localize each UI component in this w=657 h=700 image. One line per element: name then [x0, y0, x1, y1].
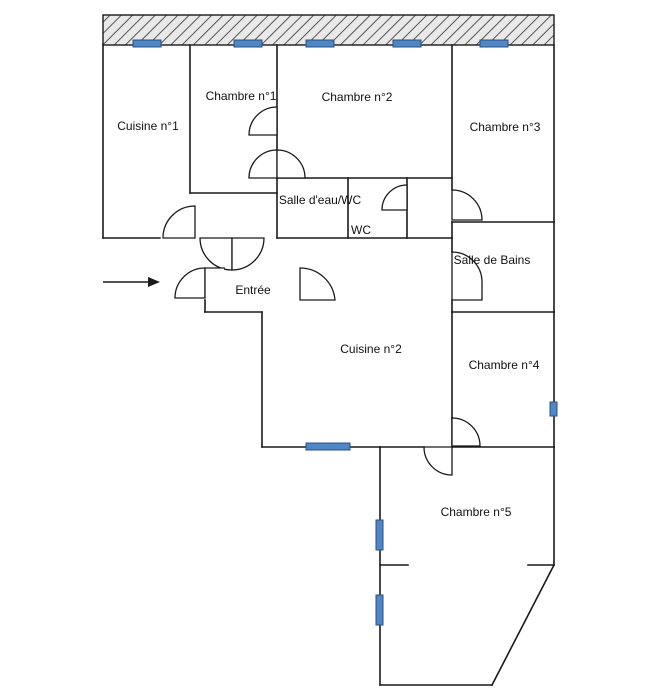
label-chambre-2: Chambre n°2: [322, 90, 393, 104]
label-chambre-5: Chambre n°5: [441, 505, 512, 519]
window-chambre-3: [479, 39, 509, 48]
label-cuisine-2: Cuisine n°2: [340, 342, 402, 356]
window-chambre-5-a: [375, 519, 384, 551]
window-chambre-1: [233, 39, 263, 48]
window-chambre-2a: [305, 39, 335, 48]
door-chambre-5: [423, 446, 453, 476]
door-chambre-4: [451, 417, 481, 447]
facade-windows: [132, 39, 509, 48]
walls: [102, 44, 556, 687]
door-chambre-2: [276, 149, 306, 179]
window-chambre-4: [549, 401, 558, 417]
door-salle-eau: [248, 149, 278, 179]
entrance-arrow: [103, 277, 160, 287]
label-wc: WC: [351, 223, 371, 237]
window-chambre-2b: [392, 39, 422, 48]
window-cuisine-1: [132, 39, 162, 48]
door-entree-corridor-left: [199, 237, 233, 271]
doors: [162, 106, 483, 476]
door-salle-de-bains: [451, 251, 483, 301]
door-chambre-3: [451, 189, 483, 221]
door-entree-corridor-right: [231, 237, 265, 271]
door-entree-main: [174, 267, 206, 299]
window-cuisine-2: [305, 442, 351, 451]
door-cuisine-2: [299, 267, 336, 301]
window-chambre-5-b: [375, 594, 384, 626]
door-cuisine-1: [162, 205, 196, 239]
label-chambre-4: Chambre n°4: [469, 358, 540, 372]
label-entree: Entrée: [235, 283, 271, 297]
label-chambre-1: Chambre n°1: [206, 89, 277, 103]
label-cuisine-1: Cuisine n°1: [117, 119, 179, 133]
label-salle-eau-wc: Salle d'eau/WC: [279, 193, 362, 207]
label-chambre-3: Chambre n°3: [470, 120, 541, 134]
door-wc: [381, 184, 408, 211]
label-salle-de-bains: Salle de Bains: [454, 253, 531, 267]
door-chambre-1: [248, 106, 278, 136]
